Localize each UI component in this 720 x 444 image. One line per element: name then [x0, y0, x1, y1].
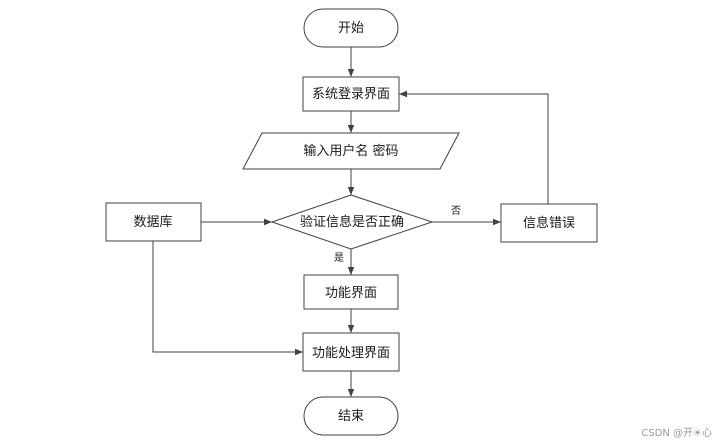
node-input: 输入用户名 密码 — [242, 132, 460, 170]
node-process: 功能处理界面 — [302, 332, 400, 372]
watermark: CSDN @开☀心 — [641, 427, 712, 439]
node-login-label: 系统登录界面 — [312, 87, 390, 102]
node-login: 系统登录界面 — [302, 76, 400, 112]
node-end-label: 结束 — [338, 409, 364, 424]
node-function-label: 功能界面 — [325, 286, 377, 301]
node-start: 开始 — [303, 8, 399, 48]
edge-database-process — [152, 241, 303, 356]
edge-label-no: 否 — [451, 205, 461, 217]
edge-label-yes: 是 — [334, 252, 344, 264]
node-function: 功能界面 — [303, 274, 399, 310]
node-error: 信息错误 — [500, 203, 598, 243]
edge-error-login — [399, 90, 549, 204]
node-database: 数据库 — [105, 202, 202, 242]
node-verify-label: 验证信息是否正确 — [300, 214, 404, 230]
node-input-label: 输入用户名 密码 — [303, 143, 398, 159]
node-error-label: 信息错误 — [523, 215, 575, 231]
node-verify: 验证信息是否正确 — [270, 194, 434, 250]
node-end: 结束 — [303, 396, 399, 436]
edges — [152, 47, 549, 397]
node-database-label: 数据库 — [133, 214, 172, 230]
node-process-label: 功能处理界面 — [312, 346, 390, 361]
node-start-label: 开始 — [338, 21, 364, 36]
